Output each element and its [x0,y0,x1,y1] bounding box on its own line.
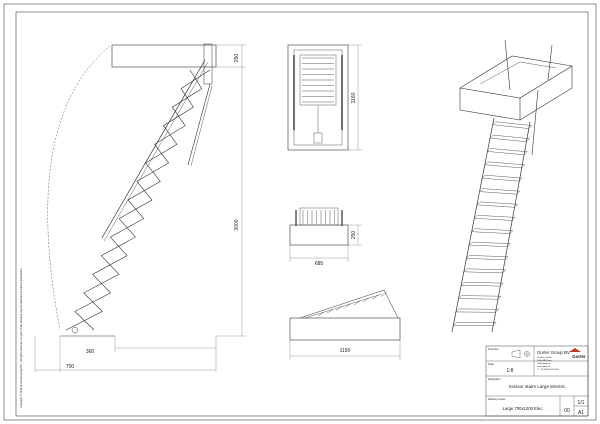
designation-label: Designation [488,378,501,381]
iso-step [455,308,500,313]
folded-link [362,297,370,303]
scissor-links [65,69,203,331]
company-logo: Gorter [569,348,586,359]
dim-side-top: 250 [234,54,240,63]
folded-link [335,306,343,311]
plan-frame [287,44,349,151]
dim-plan-length: 1160 [351,92,357,103]
iso-step [492,121,533,129]
address-line: 0000 AA Plaats [537,359,553,362]
title-block [485,345,589,417]
folded-box [289,317,401,341]
company-name: Gorter Group BV [537,350,570,355]
foot-wheel [71,326,79,334]
dim-side-height: 3000 [234,219,240,230]
ceiling-box-side [111,44,217,68]
iso-step [479,188,521,195]
plan-motor [313,132,323,144]
scale-value: 1:8 [507,368,514,374]
front-steps [299,207,339,226]
iso-step [476,201,519,208]
iso-step [468,241,511,247]
swing-arc [47,45,111,331]
drawing-number: Large 700x1200 Elec. [503,406,544,411]
iso-step [463,268,507,274]
iso-step [465,255,509,261]
scissor-mechanism-side [65,69,211,331]
revision: 00 [564,408,570,414]
drawing-title: Scissor stairs Large Electric [509,384,566,389]
iso-step [489,134,530,142]
copyright-note: Copyright © 2024 by Gorter Group BV - Al… [19,268,23,408]
side-view [47,43,217,337]
folded-link [371,295,379,300]
scissor-links-cross [74,69,211,331]
address-line: T: +31 (0)000 000 000 [537,369,559,371]
iso-step [471,228,514,234]
iso-steps [452,121,533,326]
address-line: info@gorter.nl [537,362,551,365]
projection-symbol [511,349,521,359]
iso-step [460,281,504,287]
motor-housing [203,43,213,85]
folded-link [317,311,325,317]
folded-link [344,303,352,308]
iso-rail-right [491,121,531,333]
sheet-number: 1/1 [578,400,585,406]
iso-step [458,295,502,300]
iso-step [452,322,497,326]
projection-label: Projection [488,348,499,351]
iso-rail-left [451,117,495,333]
front-view [289,207,349,246]
folded-link [380,292,388,297]
iso-step [481,174,523,182]
folded-link [326,309,334,314]
handrail-side [101,59,206,239]
dim-side-overall: 700 [66,364,75,370]
side-view-dimensions [34,44,246,372]
scale-label: Scale [488,363,495,366]
isometric-view [451,39,573,333]
dim-front-height: 250 [351,231,357,240]
dim-front-width: 685 [315,261,324,267]
iso-box-top [459,55,573,99]
address-line: Postbus 00000 [537,356,552,359]
drawing-number-label: Drawing number [488,398,506,401]
dim-bottom-length: 1190 [340,348,351,354]
front-box [289,224,349,246]
iso-step [486,148,528,156]
address-line: www.gorter.nl [537,365,551,368]
sheet-format: A1 [578,410,584,416]
outer-frame [3,3,597,421]
logo-text: Gorter [572,354,586,359]
inner-frame [15,11,589,417]
folded-view [289,289,401,341]
dim-side-base: 360 [86,349,95,355]
iso-step [484,161,526,169]
plan-view [287,44,349,151]
folded-link [353,300,361,305]
iso-step [473,215,516,221]
